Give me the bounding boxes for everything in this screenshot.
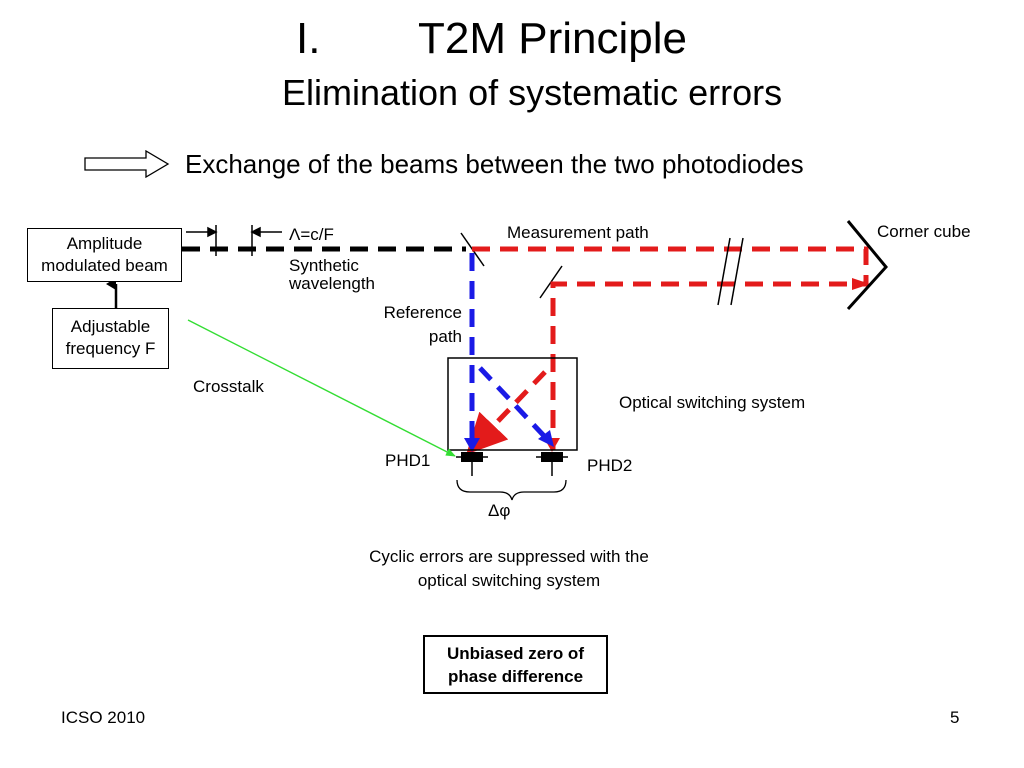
title-number: I. [296,14,321,63]
optical-switching-label: Optical switching system [619,393,806,412]
cyclic-errors-text: Cyclic errors are suppressed with the op… [369,547,649,590]
delta-phi-brace [456,479,567,501]
break-mark-1 [717,237,731,306]
synthetic-line-2: wavelength [289,274,376,293]
delta-phi-label: Δφ [488,501,511,520]
phd1-detector [456,452,488,476]
reference-line-1: Reference [383,303,462,322]
unbiased-zero-box: Unbiased zero of phase difference [423,635,608,694]
page-number: 5 [950,708,960,727]
adjustable-line-2: frequency F [65,339,156,358]
crosstalk-label: Crosstalk [193,377,264,396]
outline-arrow-icon [84,150,170,178]
footer-conference: ICSO 2010 [61,708,146,727]
reference-path-label: Reference path [350,301,462,349]
synthetic-line-1: Synthetic [289,256,359,275]
page-subtitle: Elimination of systematic errors [282,72,783,113]
amplitude-line-1: Amplitude [66,234,143,253]
optical-switching-box [447,357,578,451]
synthetic-wavelength-label: Synthetic wavelength [289,257,375,293]
measurement-path [472,246,869,450]
unbiased-line-1: Unbiased zero of [447,644,584,663]
phd2-label: PHD2 [587,456,633,475]
break-mark-2 [730,237,744,306]
reference-cross [478,366,548,440]
bullet-text: Exchange of the beams between the two ph… [185,149,804,179]
unbiased-line-2: phase difference [447,667,584,686]
corner-cube-label: Corner cube [877,222,971,241]
reference-line-2: path [428,327,462,346]
measurement-cross [466,370,547,455]
phd1-label: PHD1 [385,451,431,470]
measurement-path-label: Measurement path [507,223,649,242]
page-title: T2M Principle [418,14,687,63]
amplitude-modulated-beam-box: Amplitude modulated beam [27,228,182,282]
adjustable-frequency-box: Adjustable frequency F [52,308,169,369]
wavelength-indicator [186,225,282,256]
amplitude-line-2: modulated beam [41,256,168,275]
phd2-detector [536,452,568,476]
adjustable-line-1: Adjustable [70,317,151,336]
corner-cube [846,220,888,311]
lambda-label: Λ=c/F [289,225,334,244]
crosstalk-line [187,319,456,457]
